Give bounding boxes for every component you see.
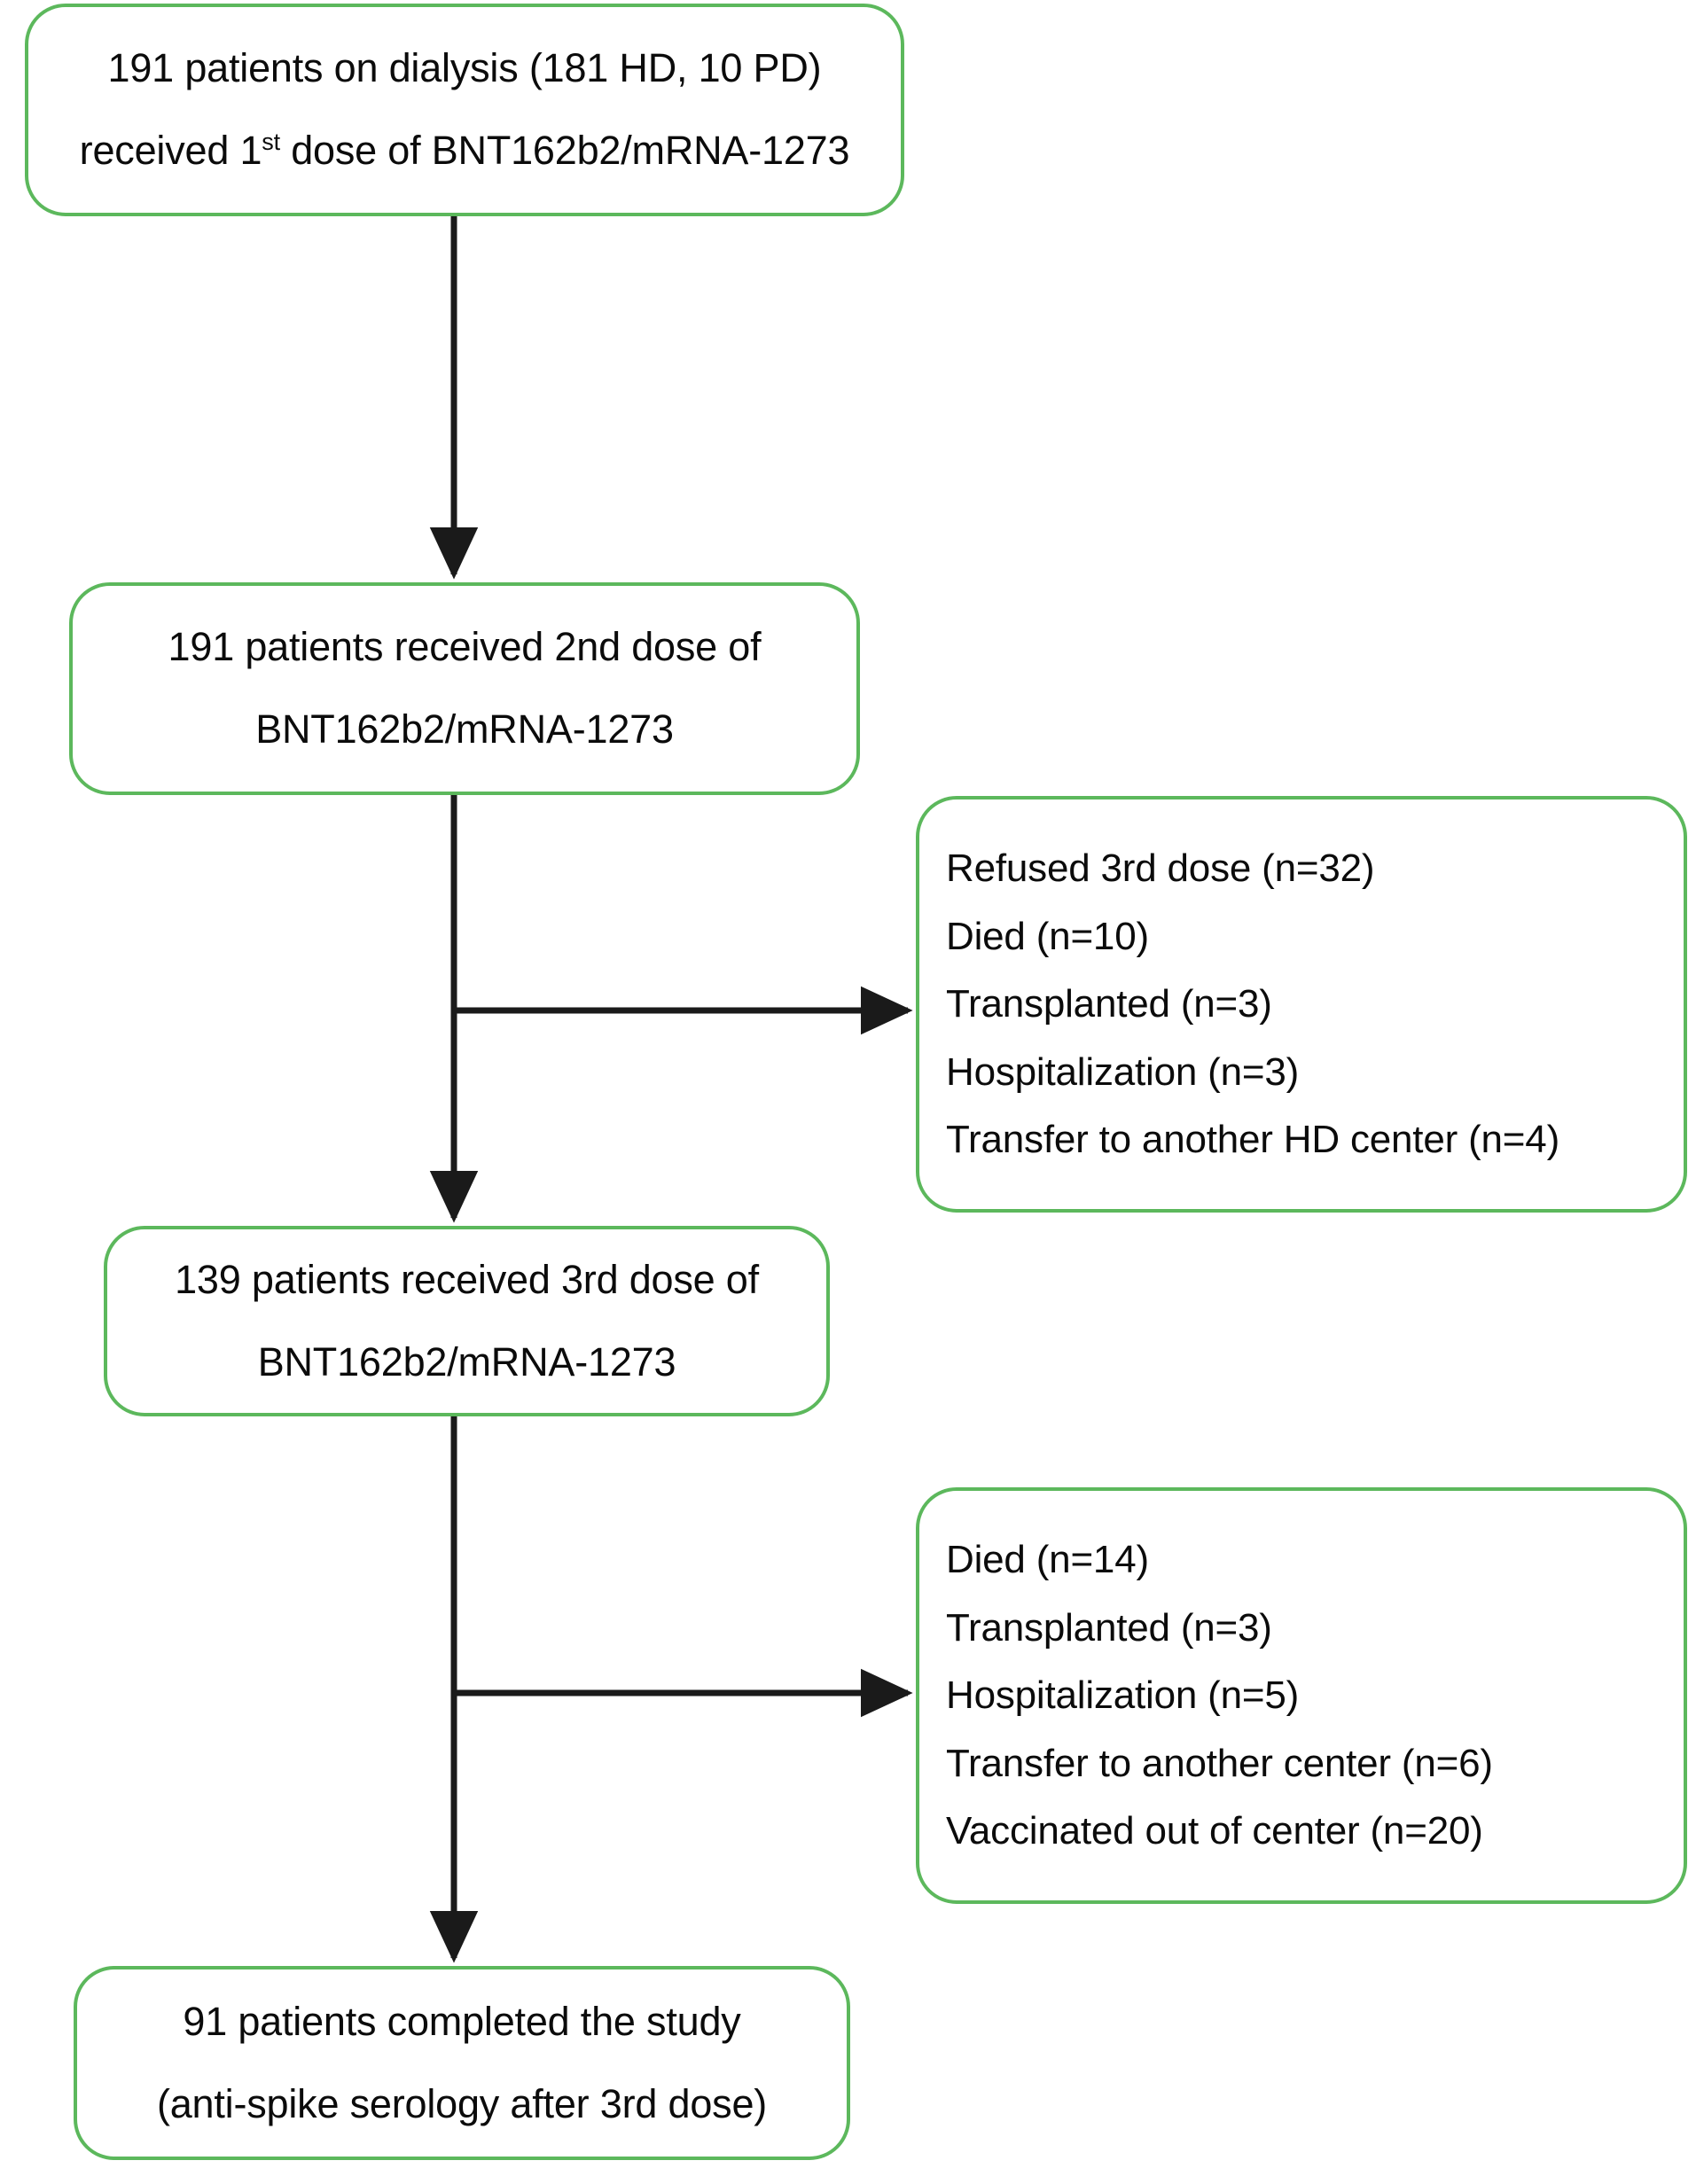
- first-dose-line-1: 191 patients on dialysis (181 HD, 10 PD): [107, 45, 822, 91]
- exclusions-before-third-dose-box: Refused 3rd dose (n=32) Died (n=10) Tran…: [916, 796, 1687, 1213]
- third-dose-line-2: BNT162b2/mRNA-1273: [257, 1338, 676, 1384]
- exclusion-item: Vaccinated out of center (n=20): [946, 1809, 1483, 1853]
- third-dose-box: 139 patients received 3rd dose of BNT162…: [104, 1226, 830, 1416]
- exclusion-item: Transfer to another center (n=6): [946, 1741, 1493, 1785]
- first-dose-ordinal-suffix: st: [262, 129, 280, 155]
- exclusion-item: Transfer to another HD center (n=4): [946, 1118, 1560, 1162]
- exclusion-item: Transplanted (n=3): [946, 982, 1272, 1026]
- first-dose-line-2-suffix: dose of BNT162b2/mRNA-1273: [279, 128, 850, 173]
- first-dose-line-2-prefix: received 1: [79, 128, 262, 173]
- completed-line-1: 91 patients completed the study: [183, 1998, 741, 2044]
- completed-study-box: 91 patients completed the study (anti-sp…: [74, 1966, 850, 2160]
- second-dose-line-2: BNT162b2/mRNA-1273: [255, 706, 674, 752]
- exclusion-item: Died (n=14): [946, 1538, 1149, 1582]
- second-dose-box: 191 patients received 2nd dose of BNT162…: [69, 582, 860, 795]
- second-dose-line-1: 191 patients received 2nd dose of: [168, 624, 762, 670]
- exclusion-item: Transplanted (n=3): [946, 1605, 1272, 1650]
- exclusions-before-completion-box: Died (n=14) Transplanted (n=3) Hospitali…: [916, 1487, 1687, 1904]
- first-dose-line-2: received 1st dose of BNT162b2/mRNA-1273: [80, 129, 850, 173]
- exclusion-item: Died (n=10): [946, 914, 1149, 958]
- exclusion-item: Hospitalization (n=3): [946, 1049, 1300, 1094]
- exclusion-item: Refused 3rd dose (n=32): [946, 846, 1375, 891]
- completed-line-2: (anti-spike serology after 3rd dose): [156, 2080, 768, 2126]
- first-dose-box: 191 patients on dialysis (181 HD, 10 PD)…: [25, 4, 904, 216]
- third-dose-line-1: 139 patients received 3rd dose of: [175, 1256, 759, 1302]
- exclusion-item: Hospitalization (n=5): [946, 1673, 1300, 1718]
